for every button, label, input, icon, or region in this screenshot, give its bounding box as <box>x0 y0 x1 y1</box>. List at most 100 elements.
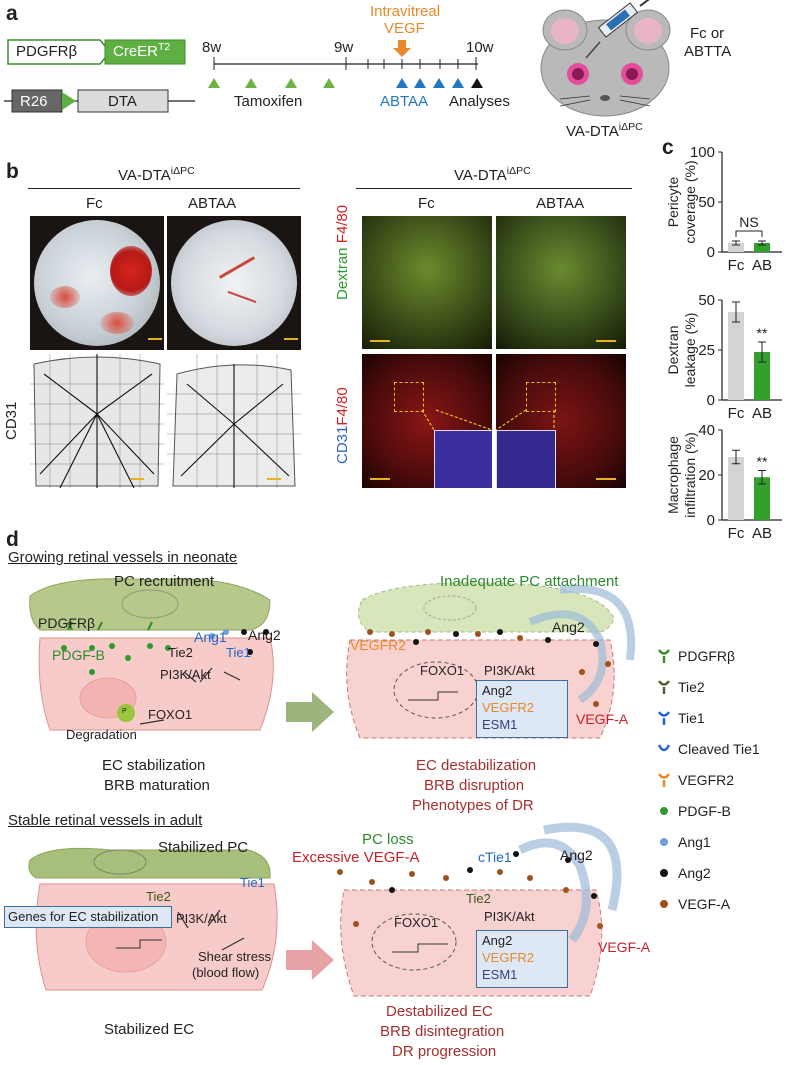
construct-pdgfrb-label: PDGFRβ <box>16 43 78 60</box>
week-10-label: 10w <box>466 39 494 56</box>
construct-dta-label: DTA <box>108 93 137 110</box>
row-label-cd31-f480: CD31F4/80 <box>334 387 351 464</box>
section-title-neonate: Growing retinal vessels in neonate <box>8 549 238 566</box>
legend-label: Ang2 <box>678 865 711 881</box>
bar <box>728 457 744 520</box>
col-fc-left: Fc <box>86 195 103 212</box>
week-8-label: 8w <box>202 39 222 56</box>
cleaved-tie1-icon <box>657 744 671 752</box>
ang2-label: Ang2 <box>552 619 585 635</box>
excessive-vegfa-label: Excessive VEGF-A <box>292 849 420 866</box>
y-tick-label: 20 <box>698 467 715 484</box>
treatment-label-2: ABTTA <box>684 43 732 60</box>
phenotypes-dr-label: Phenotypes of DR <box>412 797 534 814</box>
loxp-triangle <box>62 92 76 110</box>
tamoxifen-label: Tamoxifen <box>234 93 303 110</box>
panel-label-c: c <box>662 136 674 159</box>
gene-esm1: ESM1 <box>482 967 518 982</box>
row-label-cd31: CD31 <box>3 401 20 440</box>
gene-esm1: ESM1 <box>482 717 518 732</box>
mouse-model-label: VA-DTAiΔPC <box>566 121 643 140</box>
brb-disruption-label: BRB disruption <box>424 777 525 794</box>
legend-item: VEGF-A <box>654 894 784 914</box>
bar <box>728 312 744 400</box>
divider-right <box>356 188 632 189</box>
vegfa-dot-icon <box>660 900 668 908</box>
transition-arrow <box>286 692 334 732</box>
col-fc-right: Fc <box>418 195 435 212</box>
destabilized-ec-label: Destabilized EC <box>386 1003 493 1020</box>
y-tick-label: 50 <box>698 292 715 309</box>
eye-photo-fc <box>30 216 164 350</box>
panel-label-d: d <box>6 528 19 551</box>
ang1-dot-icon <box>660 838 668 846</box>
bar <box>754 477 770 520</box>
significance-label: ** <box>757 325 768 341</box>
ang2-label: Ang2 <box>560 847 593 863</box>
dextran-image-fc <box>362 216 492 349</box>
bar <box>754 352 770 400</box>
legend-item: Cleaved Tie1 <box>654 739 784 759</box>
inadequate-pc-label: Inadequate PC attachment <box>440 573 619 590</box>
y-tick-label: 100 <box>690 144 715 161</box>
mouse-illustration <box>540 0 671 117</box>
bar <box>728 243 744 252</box>
group-title-right: VA-DTAiΔPC <box>454 165 531 184</box>
y-tick-label: 0 <box>707 392 715 409</box>
legend-item: Ang2 <box>654 863 784 883</box>
tie2-label: Tie2 <box>466 891 491 906</box>
y-tick-label: 0 <box>707 512 715 529</box>
gene-ang2: Ang2 <box>482 933 513 948</box>
abtaa-markers <box>396 78 464 88</box>
genes-ec-label: Genes for EC stabilization <box>8 909 159 924</box>
group-title-left: VA-DTAiΔPC <box>118 165 195 184</box>
vegfa-label: VEGF-A <box>598 939 651 955</box>
y-tick-label: 0 <box>707 244 715 261</box>
y-axis-label: Pericytecoverage (%) <box>665 160 698 243</box>
vegfa-label: VEGF-A <box>576 711 629 727</box>
creert2-box <box>104 39 186 65</box>
legend-label: Tie2 <box>678 679 705 695</box>
stabilized-ec-label: Stabilized EC <box>104 1021 195 1038</box>
analysis-marker <box>471 78 483 88</box>
pi3k-label: PI3K/Akt <box>484 909 535 924</box>
analyses-label: Analyses <box>449 93 510 110</box>
legend-item: PDGFRβ <box>654 646 784 666</box>
cd31-f480-image-fc <box>362 354 492 488</box>
gene-vegfr2: VEGFR2 <box>482 700 535 715</box>
ec-destab-label: EC destabilization <box>416 757 537 774</box>
significance-bracket <box>735 230 763 237</box>
dta-box <box>77 89 169 113</box>
treatment-label-1: Fc or <box>690 25 725 42</box>
pc-loss-label: PC loss <box>362 831 414 848</box>
construct-r26-label: R26 <box>20 93 48 110</box>
dr-progression-label: DR progression <box>392 1043 497 1060</box>
panel-label-a: a <box>6 2 18 25</box>
cd31-image-abtaa <box>167 354 301 488</box>
legend-label: Ang1 <box>678 834 711 850</box>
shear-stress-label: Shear stress <box>198 949 271 964</box>
legend-label: PDGF-B <box>678 803 731 819</box>
divider-left <box>28 188 300 189</box>
section-title-adult: Stable retinal vessels in adult <box>8 812 203 829</box>
ctie1-label: cTie1 <box>478 849 512 865</box>
y-tick-label: 50 <box>698 194 715 211</box>
transition-arrow <box>286 940 334 980</box>
target-genes-box: Ang2 VEGFR2 ESM1 <box>476 930 568 988</box>
eye-photo-abtaa <box>167 216 301 350</box>
gene-vegfr2: VEGFR2 <box>482 950 535 965</box>
inset-connector-lines <box>421 409 555 431</box>
legend-item: Ang1 <box>654 832 784 852</box>
intravitreal-label: Intravitreal <box>370 3 441 20</box>
pdgfb-label: PDGF-B <box>52 647 105 663</box>
x-tick-label: Fc <box>728 257 745 274</box>
x-tick-label: AB <box>752 405 772 422</box>
tie1-label: Tie1 <box>226 645 251 660</box>
tamoxifen-markers <box>208 78 335 88</box>
pdgfrb-label: PDGFRβ <box>38 615 96 631</box>
foxo1-label: FOXO1 <box>420 663 465 678</box>
scale-bar <box>148 338 162 340</box>
y-axis-label: Macrophageinfiltration (%) <box>665 432 698 518</box>
legend-label: Cleaved Tie1 <box>678 741 760 757</box>
